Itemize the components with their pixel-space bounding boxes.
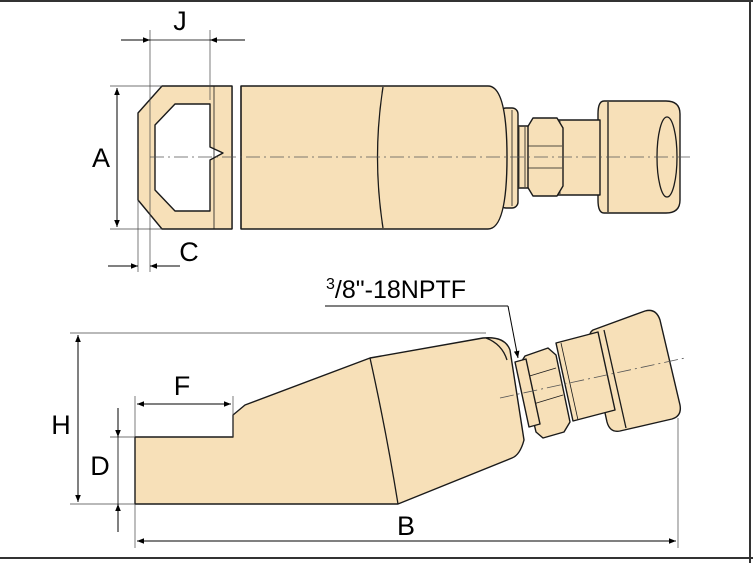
- dimension-J: J: [121, 6, 245, 236]
- label-J: J: [173, 6, 187, 36]
- dimension-A: A: [92, 85, 162, 230]
- thread-callout: 3/8"-18NPTF: [325, 276, 520, 359]
- dimension-H: H: [51, 332, 486, 505]
- dimension-B: B: [134, 418, 679, 548]
- top-body: [231, 85, 508, 230]
- label-A: A: [92, 143, 110, 173]
- side-body-edge: [485, 337, 508, 361]
- side-body: [134, 337, 525, 505]
- top-view: [137, 85, 690, 230]
- dimension-C: C: [108, 200, 199, 272]
- side-fitting: [514, 309, 682, 439]
- side-centerline: [499, 357, 686, 399]
- thread-main: /8"-18NPTF: [335, 276, 466, 304]
- label-C: C: [179, 237, 199, 267]
- label-D: D: [90, 451, 110, 481]
- thread-sup: 3: [326, 276, 335, 293]
- dimension-D: D: [90, 408, 135, 532]
- dimension-F: F: [134, 371, 234, 437]
- thread-spec: 3/8"-18NPTF: [326, 276, 466, 304]
- label-H: H: [51, 410, 71, 440]
- label-B: B: [397, 511, 415, 541]
- side-view: [134, 309, 686, 505]
- top-head: [137, 85, 233, 230]
- label-F: F: [174, 371, 191, 401]
- side-body-joint: [369, 357, 399, 505]
